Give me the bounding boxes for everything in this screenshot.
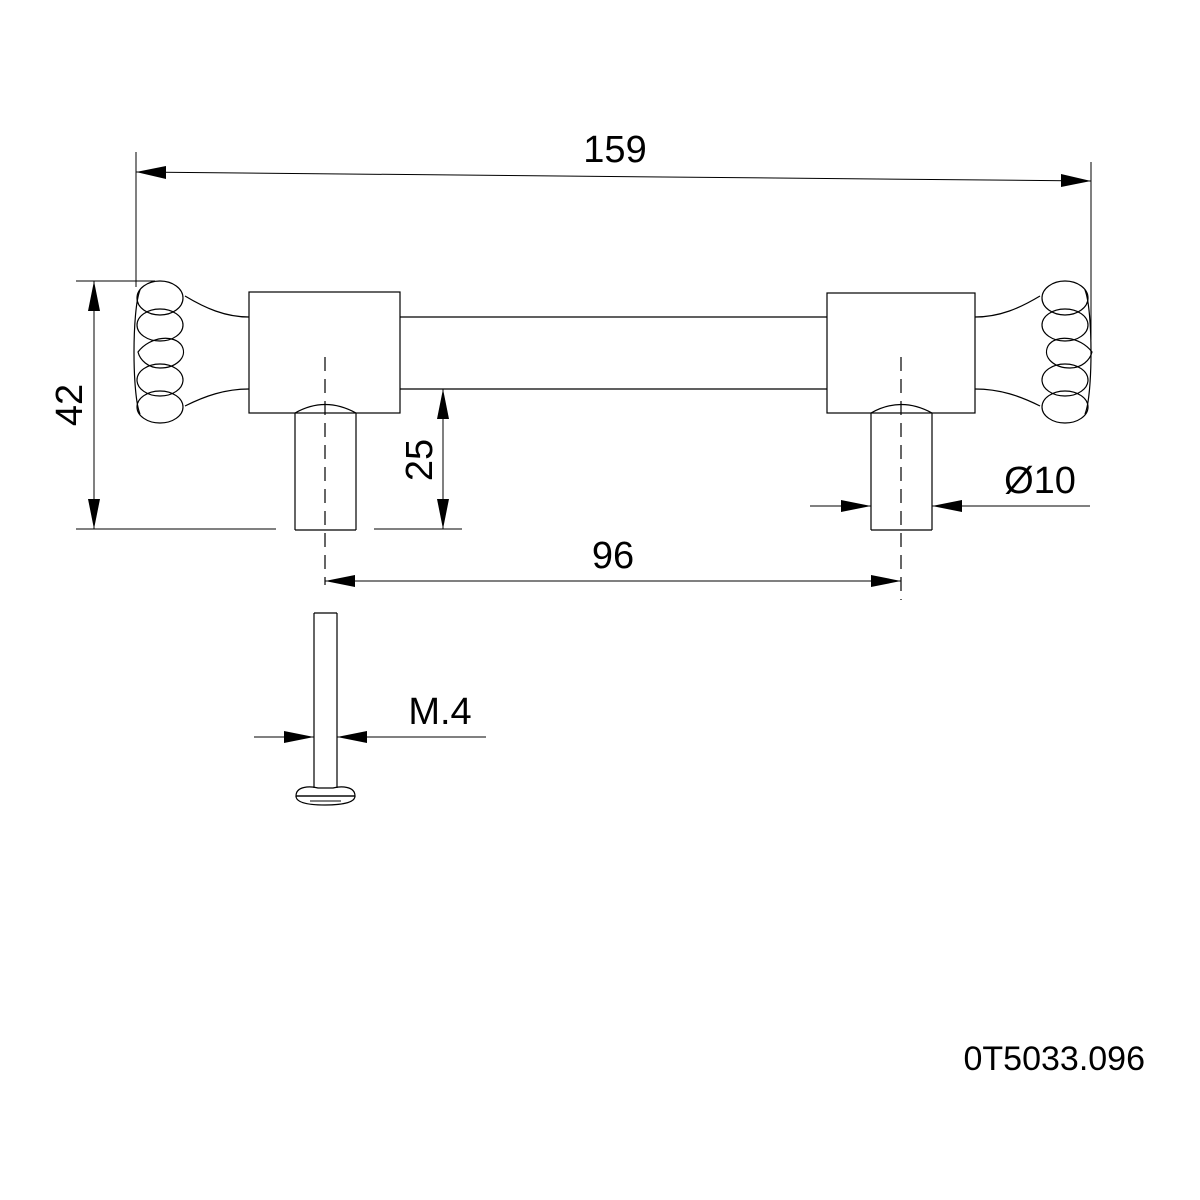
- dimension-leg-height: 25: [374, 389, 462, 530]
- dimension-diameter-label: Ø10: [1004, 460, 1076, 502]
- dimension-leg-diameter: Ø10: [810, 460, 1090, 512]
- right-post-block: [826, 292, 976, 414]
- dimension-42-label: 42: [49, 384, 91, 426]
- dimension-screw-size: M.4: [254, 691, 486, 743]
- mounting-screw: [295, 612, 356, 806]
- left-post-block: [248, 291, 401, 414]
- dimension-hole-spacing: 96: [325, 535, 901, 587]
- dimension-96-label: 96: [592, 535, 634, 577]
- dimension-159-label: 159: [583, 129, 646, 171]
- handle-outline: [133, 280, 1093, 531]
- part-number: 0T5033.096: [964, 1040, 1146, 1078]
- right-finial: [1041, 280, 1093, 424]
- dimension-overall-length: 159: [135, 129, 1092, 340]
- left-finial: [133, 280, 184, 424]
- dimension-height: 42: [49, 280, 276, 530]
- dimension-screw-label: M.4: [408, 691, 471, 733]
- dimension-25-label: 25: [399, 439, 441, 481]
